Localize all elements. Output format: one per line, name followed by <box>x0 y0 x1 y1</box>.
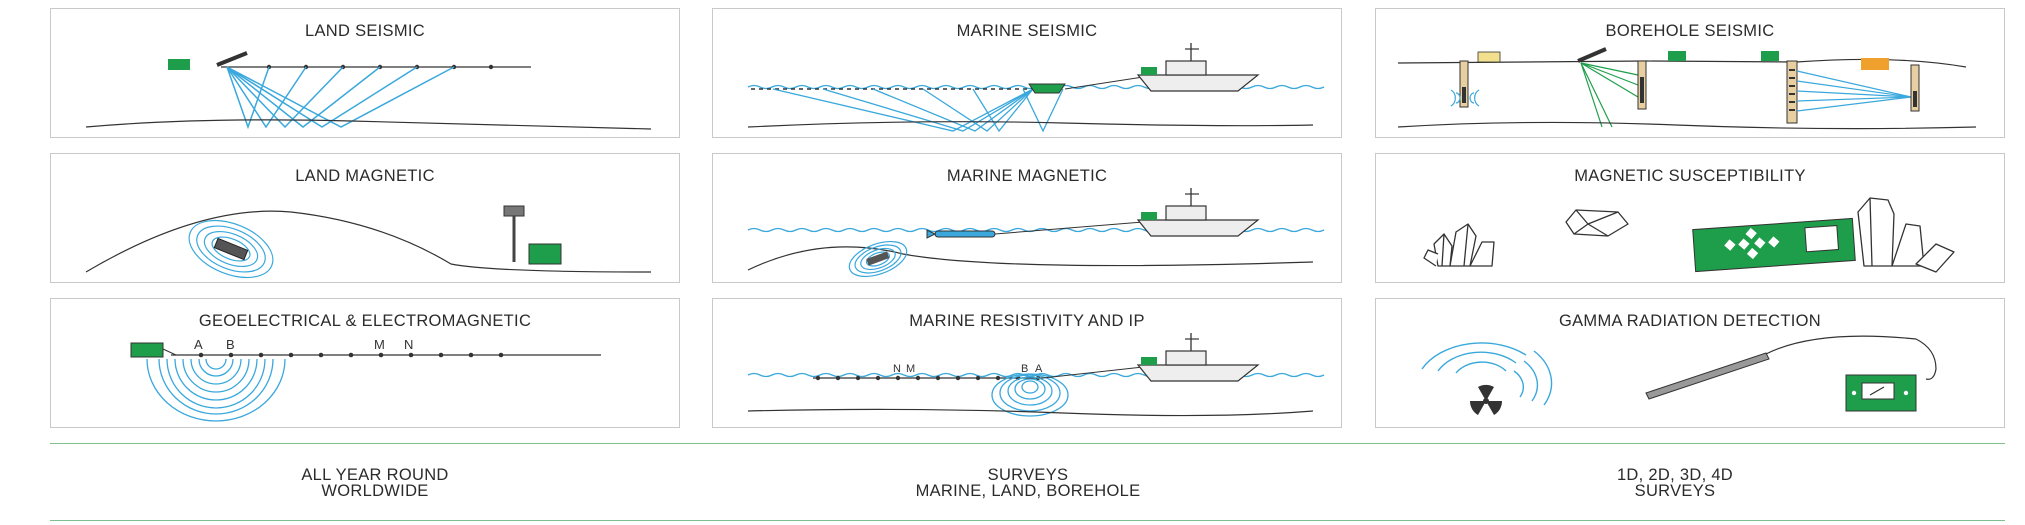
tow-line <box>1042 366 1144 379</box>
gamma-probe-icon <box>1645 352 1770 400</box>
recorder-icon-yellow <box>1477 51 1501 63</box>
stat-line-2: MARINE, LAND, BOREHOLE <box>915 482 1141 500</box>
borehole-middle-icon <box>1637 60 1647 110</box>
seabed-layer <box>747 408 1314 417</box>
stat-survey-types: SURVEYS MARINE, LAND, BOREHOLE <box>818 466 1238 500</box>
borehole-right-icon <box>1910 64 1920 112</box>
tow-line <box>994 221 1144 235</box>
divider-bottom <box>50 520 2005 521</box>
seismic-ray-paths <box>772 88 1064 133</box>
seabed-profile <box>747 246 1314 271</box>
stat-dimensions: 1D, 2D, 3D, 4D SURVEYS <box>1465 466 1885 500</box>
electrode-label-n: N <box>893 363 901 375</box>
magnetic-field-lines <box>848 240 908 278</box>
recorder-icon-green-2 <box>1761 51 1779 61</box>
crystal-single-icon <box>1565 209 1629 237</box>
survey-vessel-icon <box>1136 43 1260 92</box>
source-icon <box>1577 47 1607 63</box>
magnetometer-icon <box>503 205 525 262</box>
resistivity-meter-icon <box>130 342 164 358</box>
land-seismic-diagram <box>85 51 652 130</box>
stat-line-1: SURVEYS <box>987 466 1069 484</box>
electrode-label-a: A <box>1035 363 1043 375</box>
susceptibility-meter-icon <box>1692 217 1856 273</box>
stat-line-1: ALL YEAR ROUND <box>301 466 449 484</box>
ray-paths-green <box>1580 62 1639 128</box>
towed-magnetometer-icon <box>926 229 996 239</box>
panel-title: MAGNETIC SUSCEPTIBILITY <box>1574 167 1806 185</box>
panel-title: MARINE SEISMIC <box>956 22 1098 40</box>
marine-magnetic-diagram <box>747 188 1325 278</box>
borehole-geophone-string-icon <box>1786 60 1798 124</box>
electrode-label-n: N <box>404 337 413 352</box>
electrode-icons <box>198 352 504 358</box>
marine-resistivity-ip-diagram: N M B A <box>747 333 1325 417</box>
electrode-label-b: B <box>226 337 235 352</box>
survey-vessel-icon <box>1136 333 1260 382</box>
panel-title: MARINE MAGNETIC <box>946 167 1108 185</box>
terrain-profile <box>85 210 652 273</box>
gamma-spectrometer-icon <box>1845 374 1917 412</box>
magnetic-field-lines <box>188 219 274 279</box>
panel-geoelectrical-em: GEOELECTRICAL & ELECTROMAGNETIC A B M N <box>50 298 680 428</box>
electrode-label-m: M <box>906 363 915 375</box>
source-icon <box>216 51 248 67</box>
stat-line-2: SURVEYS <box>1634 482 1716 500</box>
stat-line-1: 1D, 2D, 3D, 4D <box>1616 466 1734 484</box>
recorder-icon-green-1 <box>1668 51 1686 61</box>
crystal-cluster-left-icon <box>1423 223 1495 267</box>
panel-gamma-radiation: GAMMA RADIATION DETECTION <box>1375 298 2005 428</box>
geoelectrical-em-diagram: A B M N <box>130 337 601 422</box>
land-magnetic-diagram <box>85 205 652 279</box>
panel-title: LAND MAGNETIC <box>295 167 435 185</box>
probe-cable <box>1765 335 1937 380</box>
panel-title: BOREHOLE SEISMIC <box>1605 22 1775 40</box>
marine-seismic-diagram <box>747 43 1325 133</box>
panel-title: GEOELECTRICAL & ELECTROMAGNETIC <box>198 312 532 330</box>
current-field-lines <box>146 358 286 422</box>
panel-land-magnetic: LAND MAGNETIC <box>50 153 680 283</box>
panel-title: GAMMA RADIATION DETECTION <box>1558 312 1822 330</box>
panel-marine-seismic: MARINE SEISMIC <box>712 8 1342 138</box>
borehole-seismic-diagram <box>1397 47 1977 130</box>
recorder-icon <box>168 59 190 70</box>
subsurface-layer <box>1397 121 1977 130</box>
panel-title: MARINE RESISTIVITY AND IP <box>909 312 1145 330</box>
survey-vessel-icon <box>1136 188 1260 237</box>
ray-paths-blue <box>1796 70 1912 112</box>
panel-marine-resistivity-ip: MARINE RESISTIVITY AND IP N M B A <box>712 298 1342 428</box>
recorder-icon <box>528 243 562 265</box>
seismic-ray-paths <box>226 66 455 130</box>
electrode-label-m: M <box>374 337 385 352</box>
magnetic-body-icon <box>213 237 249 261</box>
seabed-layer <box>747 121 1314 128</box>
magnetic-susceptibility-diagram <box>1423 197 1955 273</box>
survey-methods-grid: LAND SEISMIC MARINE SEISMIC <box>50 8 2005 428</box>
subsurface-layer <box>85 119 652 130</box>
panel-borehole-seismic: BOREHOLE SEISMIC <box>1375 8 2005 138</box>
current-field-lines <box>991 373 1069 417</box>
tow-line <box>1064 76 1144 90</box>
divider-top <box>50 443 2005 444</box>
magnetic-body-icon <box>866 251 890 266</box>
panel-land-seismic: LAND SEISMIC <box>50 8 680 138</box>
electrode-label-b: B <box>1021 363 1028 375</box>
panel-marine-magnetic: MARINE MAGNETIC <box>712 153 1342 283</box>
radiation-waves <box>1421 342 1553 406</box>
stat-all-year-round: ALL YEAR ROUND WORLDWIDE <box>165 466 585 500</box>
borehole-left-icon <box>1450 60 1480 108</box>
gamma-radiation-diagram <box>1421 335 1937 415</box>
stat-line-2: WORLDWIDE <box>321 482 429 500</box>
crystal-cluster-right-icon <box>1857 197 1955 273</box>
electrode-label-a: A <box>194 337 203 352</box>
panel-title: LAND SEISMIC <box>304 22 426 40</box>
airgun-source-icon <box>1028 83 1066 94</box>
recorder-icon-orange <box>1861 58 1889 70</box>
radiation-symbol-icon <box>1469 384 1503 415</box>
panel-magnetic-susceptibility: MAGNETIC SUSCEPTIBILITY <box>1375 153 2005 283</box>
